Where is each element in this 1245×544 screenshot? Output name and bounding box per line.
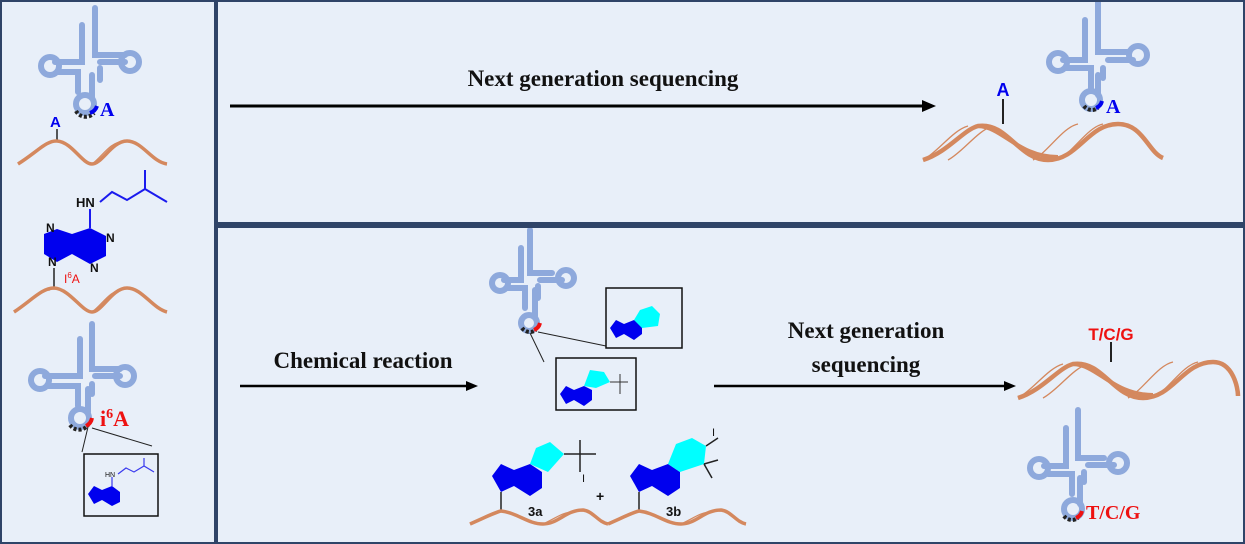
dna-result-label: T/C/G	[1088, 325, 1133, 344]
arrow-head-icon	[1004, 381, 1016, 391]
i6a-site-label: I6A	[64, 271, 80, 286]
purine-ring-icon	[44, 229, 72, 262]
trna-icon	[1046, 2, 1150, 112]
bottom-panel-figure: Chemical reaction	[240, 228, 1241, 526]
n-label: N	[90, 261, 99, 275]
anticodon-mark	[84, 417, 94, 428]
arrow-head-icon	[466, 381, 478, 391]
plus-label: +	[596, 488, 604, 504]
ngs-label-line2: sequencing	[812, 352, 921, 377]
dna-double-helix-icon	[1017, 359, 1241, 401]
dna-strand-icon	[13, 286, 168, 314]
product-a-inset	[555, 357, 637, 411]
dna-double-helix-icon	[922, 121, 1165, 163]
ngs-label-line1: Next generation	[788, 318, 945, 343]
anticodon-arc	[68, 423, 90, 432]
zoom-line	[81, 426, 89, 453]
prenyl-chain	[89, 170, 168, 228]
n-label: N	[46, 221, 55, 235]
trna-icon	[1027, 407, 1130, 521]
product-a-label: 3a	[528, 504, 543, 519]
bottom-panel: Chemical reaction	[218, 228, 1243, 542]
n-label: N	[48, 255, 57, 269]
dna-base-label: A	[997, 80, 1010, 100]
zoom-line	[91, 427, 153, 447]
trna-result-label: T/C/G	[1086, 502, 1141, 524]
ngs-label: Next generation sequencing	[468, 66, 739, 91]
left-panel: A A HN N N N N I6A	[2, 2, 214, 542]
dna-strand-icon	[17, 139, 168, 166]
iodine-label: I	[712, 427, 715, 439]
left-panel-figure: A A HN N N N N I6A	[13, 5, 168, 517]
product-3a-structure: 3a I	[492, 440, 596, 519]
anticodon-mark	[89, 105, 99, 115]
top-panel: Next generation sequencing A A	[218, 2, 1243, 222]
dna-base-label: A	[50, 114, 61, 131]
top-panel-figure: Next generation sequencing A A	[230, 2, 1165, 163]
product-b-label: 3b	[666, 504, 681, 519]
trna-icon	[489, 228, 577, 334]
trna-anticodon-label: A	[1106, 96, 1121, 118]
dna-strand-icon	[469, 508, 747, 526]
product-3b-structure: 3b I	[630, 427, 719, 519]
inset-amine-label: HN	[105, 472, 115, 479]
iodine-label: I	[582, 473, 585, 485]
amine-label: HN	[76, 195, 95, 210]
trna-anticodon-label: A	[100, 99, 115, 121]
trna-icon	[28, 321, 137, 430]
n-label: N	[106, 231, 115, 245]
reaction-label: Chemical reaction	[273, 348, 452, 373]
trna-icon	[38, 5, 142, 116]
modified-trna-label: i6A	[100, 406, 129, 431]
arrow-head-icon	[922, 100, 936, 112]
product-b-inset	[605, 287, 683, 349]
anticodon-arc	[74, 109, 96, 119]
structure-inset	[83, 453, 159, 517]
pyrimidine-ring-icon	[72, 228, 106, 264]
i6a-structure: HN N N N N I6A	[44, 170, 168, 287]
